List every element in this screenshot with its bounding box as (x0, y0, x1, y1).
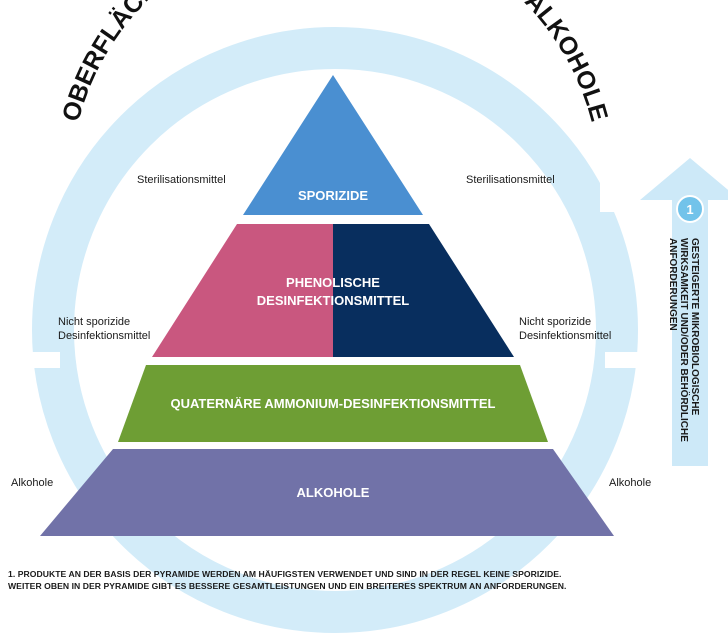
alcohols-label-left: Alkohole (11, 477, 54, 489)
ring-separators (30, 180, 640, 368)
tier-phenolic-left (152, 224, 333, 357)
nonsporicidal-label-right-line2: Desinfektionsmittel (519, 330, 612, 342)
nonsporicidal-label-left: Nicht sporizide Desinfektionsmittel (58, 315, 150, 343)
footnote-badge-number: 1 (686, 202, 693, 217)
sterilisation-label-left: Sterilisationsmittel (137, 174, 226, 186)
arrow-text-line2: WIRKSAMKEIT UND/ODER BEHÖRDLICHE (678, 238, 689, 442)
footnote-line2: WEITER OBEN IN DER PYRAMIDE GIBT ES BESS… (8, 581, 567, 591)
alcohols-label-right: Alkohole (609, 477, 652, 489)
nonsporicidal-label-left-line2: Desinfektionsmittel (58, 330, 151, 342)
footnote: 1. PRODUKTE AN DER BASIS DER PYRAMIDE WE… (8, 568, 720, 592)
arrow-text: GESTEIGERTE MIKROBIOLOGISCHE WIRKSAMKEIT… (667, 238, 700, 488)
sterilisation-label-right: Sterilisationsmittel (466, 174, 555, 186)
nonsporicidal-label-right: Nicht sporizide Desinfektionsmittel (519, 315, 611, 343)
arrow-text-line1: GESTEIGERTE MIKROBIOLOGISCHE (689, 238, 700, 416)
tier-alcohols (40, 449, 614, 536)
footnote-badge (676, 195, 704, 223)
nonsporicidal-label-left-line1: Nicht sporizide (58, 316, 131, 328)
arrow-text-block: GESTEIGERTE MIKROBIOLOGISCHE WIRKSAMKEIT… (655, 238, 700, 488)
tier-sporizide-label: SPORIZIDE (298, 188, 368, 203)
tier-alcohols-label: ALKOHOLE (297, 485, 370, 500)
footnote-line1: 1. PRODUKTE AN DER BASIS DER PYRAMIDE WE… (8, 569, 562, 579)
tier-phenolic-right (333, 224, 514, 357)
tier-phenolic-label-1: PHENOLISCHE (286, 275, 380, 290)
background-ring (32, 27, 638, 633)
tier-quaternary (118, 365, 548, 442)
tier-quaternary-label: QUATERNÄRE AMMONIUM-DESINFEKTIONSMITTEL (171, 396, 496, 411)
tier-sporizide (243, 75, 423, 215)
nonsporicidal-label-right-line1: Nicht sporizide (519, 316, 592, 328)
increase-arrow (640, 158, 728, 466)
arrow-text-line3: ANFORDERUNGEN (667, 238, 678, 331)
tier-phenolic-label-2: DESINFEKTIONSMITTEL (257, 293, 409, 308)
